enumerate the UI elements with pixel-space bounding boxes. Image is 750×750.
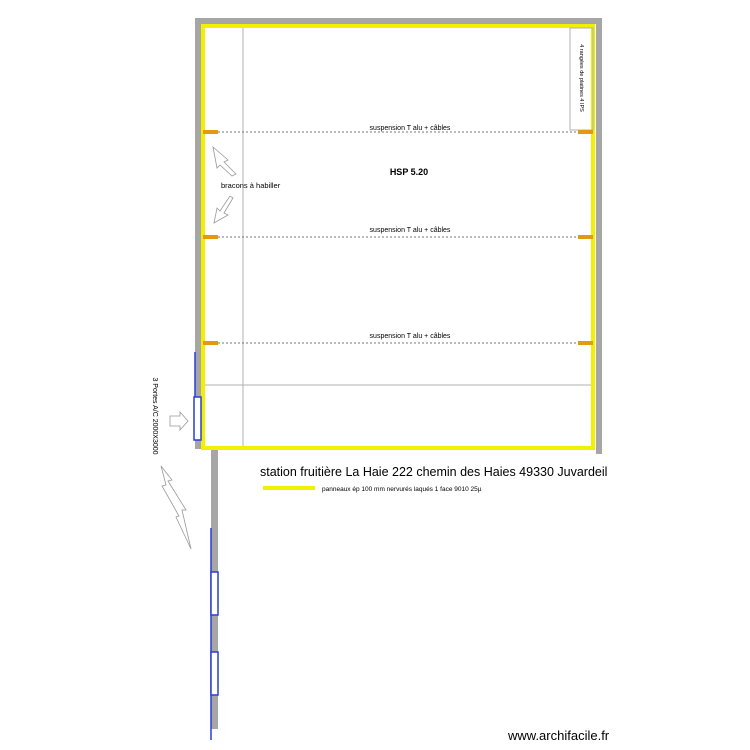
doors-label: 3 Portes A/C 2000X3000 [151, 377, 158, 454]
door-3[interactable] [210, 651, 219, 696]
door-2[interactable] [210, 571, 219, 616]
legend-label: panneaux ép 100 mm nervurés laqués 1 fac… [322, 486, 482, 493]
ceiling-height-label: HSP 5.20 [390, 167, 428, 177]
arrow-diagonal-icon [160, 465, 192, 550]
suspension-label-3: suspension T alu + câbles [370, 333, 451, 340]
suspension-marker [578, 341, 593, 345]
arrow-down-icon [213, 195, 234, 224]
suspension-label-2: suspension T alu + câbles [370, 227, 451, 234]
suspension-marker [578, 130, 593, 134]
suspension-line-1 [203, 130, 593, 134]
door-1[interactable] [193, 396, 202, 441]
bracing-label: bracons à habiller [221, 181, 281, 190]
wall-right [596, 18, 602, 454]
suspension-label-1: suspension T alu + câbles [370, 125, 451, 132]
watermark: www.archifacile.fr [507, 728, 610, 743]
suspension-marker [203, 341, 218, 345]
suspension-line-3 [203, 341, 593, 345]
suspension-marker [203, 130, 218, 134]
suspension-marker [578, 235, 593, 239]
plates-label: 4 rangées de platines 4 IPS [578, 44, 584, 112]
wall-top [195, 18, 602, 24]
suspension-marker [203, 235, 218, 239]
arrow-right-icon [169, 410, 189, 432]
plan-title: station fruitière La Haie 222 chemin des… [260, 465, 607, 479]
wall-left [195, 18, 201, 449]
suspension-line-2 [203, 235, 593, 239]
arrow-up-icon [212, 145, 237, 177]
